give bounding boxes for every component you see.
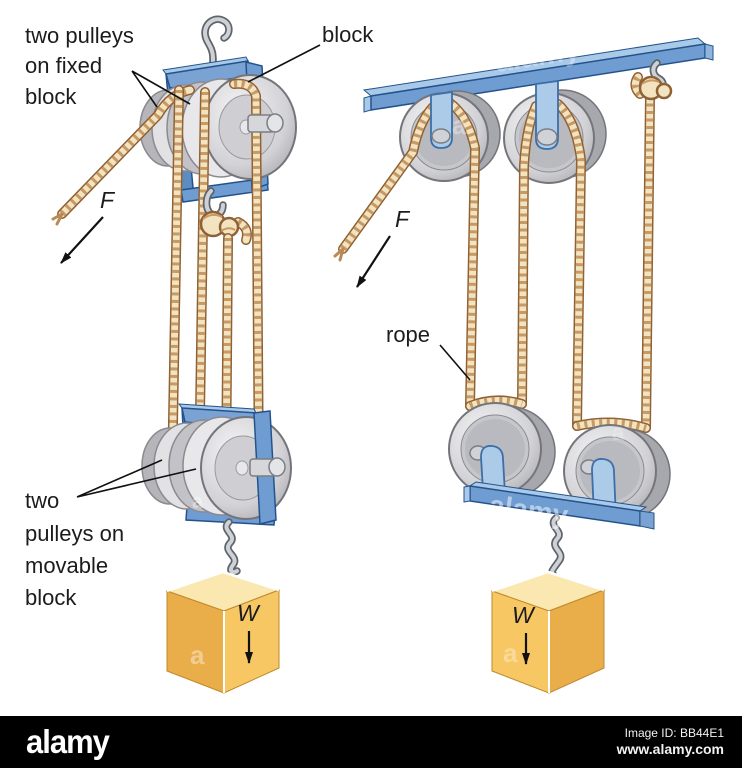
website-text: www.alamy.com [616, 740, 724, 757]
force-arrow-left [60, 216, 104, 264]
left-pulley-system: W [51, 15, 297, 694]
movable-pulleys-leader-lines [76, 459, 197, 498]
right-s-hook-icon [548, 514, 565, 578]
lower-movable-pulleys [448, 402, 671, 520]
movable-block [141, 403, 292, 526]
rope-frayed-end [333, 247, 345, 262]
fixed-block-hook-icon [201, 15, 233, 76]
movable-pulleys-label-line1: two [25, 488, 59, 513]
annotations: two pulleys on fixed block block two pul… [25, 22, 471, 610]
weight-cube-right [490, 570, 606, 694]
alamy-logo: alamy [26, 722, 110, 761]
force-label-left: F [100, 187, 116, 213]
force-label-right: F [395, 206, 411, 232]
force-arrow-right [356, 235, 391, 288]
block-leader-line [247, 44, 321, 83]
footer-bar: alamy Image ID: BB44E1 www.alamy.com [0, 716, 742, 768]
fixed-pulleys-leader-lines [131, 70, 191, 108]
right-pulley-system: W [333, 37, 714, 694]
rope-leader-line [439, 344, 471, 381]
watermark-letter: a [452, 110, 467, 140]
image-id-text: Image ID: BB44E1 [624, 725, 724, 740]
watermark-letter: a [612, 420, 625, 445]
fixed-block-knot [199, 187, 247, 496]
movable-pulleys-label-line2: pulleys on [25, 521, 124, 546]
right-ropes [333, 96, 650, 428]
weight-label-left: W [237, 600, 261, 626]
left-ropes [51, 84, 259, 497]
pulley-diagram: W [25, 15, 714, 694]
left-s-hook-icon [222, 518, 241, 576]
fixed-pulleys-label-line2: on fixed [25, 53, 102, 78]
rope-label: rope [386, 322, 430, 347]
fixed-block-axle-pin [247, 113, 284, 133]
rope-frayed-end [51, 212, 64, 226]
beam-knot [635, 59, 673, 101]
watermark-letter: a [190, 640, 205, 670]
beam-straps [430, 79, 559, 150]
fixed-pulleys-label-line1: two pulleys [25, 23, 134, 48]
weight-label-right: W [512, 602, 536, 628]
watermark-letter: a [503, 638, 518, 668]
movable-pulleys-label-line3: movable [25, 553, 108, 578]
fixed-pulleys-label-line3: block [25, 84, 77, 109]
watermark-letter: a [192, 491, 204, 513]
movable-bar-assembly [463, 445, 655, 530]
movable-pulleys-label-line4: block [25, 585, 77, 610]
weight-cube-left [165, 570, 281, 694]
block-label: block [322, 22, 374, 47]
